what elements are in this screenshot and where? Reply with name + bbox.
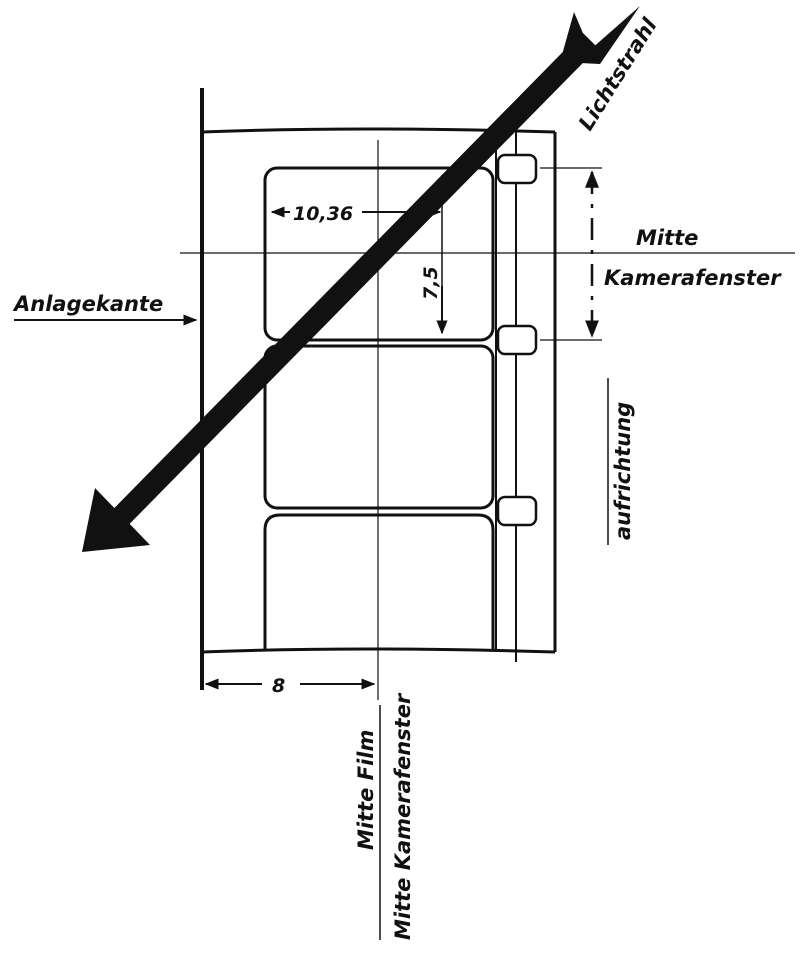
film-center-label: Mitte Film [354, 730, 378, 850]
film-frame-3 [263, 513, 495, 650]
light-beam-arrowhead [82, 488, 150, 552]
film-frame-2 [263, 344, 495, 510]
reference-edge-label: Anlagekante [12, 292, 163, 316]
window-center-callout: Mitte Kamerafenster [604, 226, 782, 290]
center-labels-bottom: Mitte Film Mitte Kamerafenster [354, 692, 415, 940]
perforation-hole [496, 324, 538, 356]
film-frames [263, 166, 495, 650]
edge-to-center-label: 8 [272, 675, 285, 697]
film-frame-1 [263, 166, 495, 342]
perforations [496, 153, 538, 527]
camera-window-center-label: Mitte Kamerafenster [391, 692, 415, 940]
window-center-label-line1: Mitte [636, 226, 698, 250]
run-direction-label: aufrichtung [611, 402, 635, 540]
frame-pitch-dimension [540, 167, 602, 341]
perforation-hole [496, 495, 538, 527]
edge-to-center-dimension: 8 [204, 675, 376, 697]
window-center-label-line2: Kamerafenster [604, 266, 782, 290]
frame-width-label: 10,36 [293, 203, 353, 225]
reference-edge-callout: Anlagekante [12, 292, 198, 326]
film-strip [201, 127, 557, 662]
light-beam-tail [560, 6, 640, 64]
run-direction-callout: aufrichtung [607, 378, 635, 545]
perforation-hole [496, 153, 538, 185]
frame-height-label: 7,5 [420, 266, 442, 300]
light-beam-arrow [82, 6, 640, 552]
